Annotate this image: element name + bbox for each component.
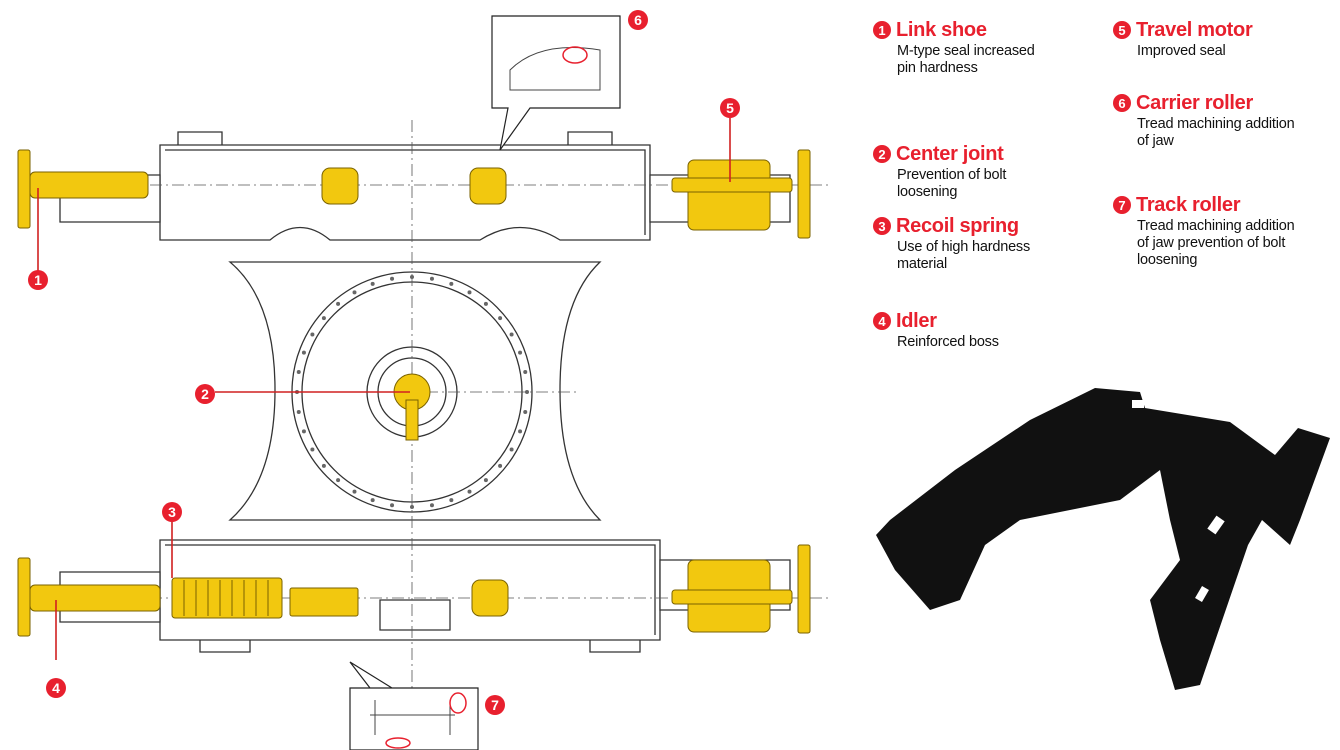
legend-number: 6 xyxy=(1113,94,1131,112)
svg-text:5: 5 xyxy=(726,100,734,116)
legend-desc: Reinforced boss xyxy=(897,334,999,350)
bolt-hole xyxy=(429,276,434,281)
carrier-roller-2 xyxy=(469,167,507,205)
legend-desc: Tread machining addition of jaw preventi… xyxy=(1137,218,1295,268)
legend-number: 7 xyxy=(1113,196,1131,214)
bolt-hole xyxy=(518,350,523,355)
legend-item-carrier-roller: 6 Carrier roller Tread machining addition… xyxy=(1113,90,1313,150)
bolt-hole xyxy=(449,498,454,503)
bolt-hole xyxy=(429,503,434,508)
track-roller xyxy=(471,579,509,617)
legend-item-travel-motor: 5 Travel motor Improved seal xyxy=(1113,17,1313,60)
legend-title: Travel motor xyxy=(1136,18,1253,41)
legend-desc: Use of high hardness material xyxy=(897,239,1031,272)
legend-item-link-shoe: 1 Link shoe M-type seal increased pin har… xyxy=(873,17,1073,77)
legend-number: 4 xyxy=(873,312,891,330)
bolt-hole xyxy=(296,409,301,414)
bolt-hole xyxy=(498,463,503,468)
legend-item-center-joint: 2 Center joint Prevention of bolt looseni… xyxy=(873,141,1073,201)
callout-3: 3 xyxy=(162,502,182,522)
right-sprocket-bottom xyxy=(797,544,811,634)
inset-carrier-roller xyxy=(491,15,621,151)
legend-desc: M-type seal increased pin hardness xyxy=(897,43,1035,76)
bolt-hole xyxy=(301,350,306,355)
legend-item-track-roller: 7 Track roller Tread machining addition o… xyxy=(1113,192,1313,269)
bolt-hole xyxy=(352,489,357,494)
bolt-hole xyxy=(296,370,301,375)
bolt-hole xyxy=(321,316,326,321)
legend-title: Recoil spring xyxy=(896,214,1019,237)
legend-title: Center joint xyxy=(896,142,1004,165)
legend-title: Track roller xyxy=(1136,193,1241,216)
bolt-hole xyxy=(310,447,315,452)
legend-number: 1 xyxy=(873,21,891,39)
bolt-hole xyxy=(523,370,528,375)
legend-number: 5 xyxy=(1113,21,1131,39)
frame-silhouette xyxy=(876,388,1330,690)
legend-desc: Tread machining addition of jaw xyxy=(1137,116,1295,149)
svg-text:2: 2 xyxy=(201,386,209,402)
bolt-hole xyxy=(390,276,395,281)
bolt-hole xyxy=(483,478,488,483)
svg-text:6: 6 xyxy=(634,12,642,28)
legend-item-idler: 4 Idler Reinforced boss xyxy=(873,308,1073,351)
left-sprocket-top xyxy=(17,149,31,229)
travel-motor-top xyxy=(687,159,771,231)
carrier-roller-1 xyxy=(321,167,359,205)
bolt-hole xyxy=(467,489,472,494)
left-sprocket-bottom xyxy=(17,557,31,637)
bolt-hole xyxy=(410,275,414,279)
bolt-hole xyxy=(370,498,375,503)
bolt-hole xyxy=(483,301,488,306)
legend-desc: Improved seal xyxy=(1137,43,1226,59)
bolt-hole xyxy=(321,463,326,468)
bolt-hole xyxy=(301,429,306,434)
callout-4: 4 xyxy=(46,678,66,698)
inset-track-roller xyxy=(349,661,479,750)
callout-1: 1 xyxy=(28,270,48,290)
svg-text:3: 3 xyxy=(168,504,176,520)
legend-number: 2 xyxy=(873,145,891,163)
legend-title: Carrier roller xyxy=(1136,91,1253,114)
callout-2: 2 xyxy=(195,384,215,404)
bolt-hole xyxy=(525,390,529,394)
bolt-hole xyxy=(498,316,503,321)
legend-item-recoil-spring: 3 Recoil spring Use of high hardness mate… xyxy=(873,213,1073,273)
bolt-hole xyxy=(410,505,414,509)
callout-7: 7 xyxy=(485,695,505,715)
bolt-hole xyxy=(518,429,523,434)
callout-6: 6 xyxy=(628,10,648,30)
bolt-hole xyxy=(390,503,395,508)
link-shoe-shaft xyxy=(29,171,149,199)
bolt-hole xyxy=(310,332,315,337)
bolt-hole xyxy=(370,281,375,286)
legend-desc: Prevention of bolt loosening xyxy=(897,167,1007,200)
bolt-hole xyxy=(352,290,357,295)
svg-text:1: 1 xyxy=(34,272,42,288)
bolt-hole xyxy=(336,478,341,483)
svg-text:7: 7 xyxy=(491,697,499,713)
callout-5: 5 xyxy=(720,98,740,118)
legend-title: Idler xyxy=(896,309,937,332)
svg-text:4: 4 xyxy=(52,680,60,696)
right-sprocket-top xyxy=(797,149,811,239)
bolt-hole xyxy=(523,409,528,414)
bolt-hole xyxy=(509,447,514,452)
legend-number: 3 xyxy=(873,217,891,235)
bolt-hole xyxy=(449,281,454,286)
upper-frame xyxy=(159,144,651,241)
bolt-hole xyxy=(336,301,341,306)
bolt-hole xyxy=(509,332,514,337)
legend-title: Link shoe xyxy=(896,18,987,41)
recoil-spring xyxy=(171,577,283,619)
idler-shaft xyxy=(29,584,161,612)
bolt-hole xyxy=(467,290,472,295)
